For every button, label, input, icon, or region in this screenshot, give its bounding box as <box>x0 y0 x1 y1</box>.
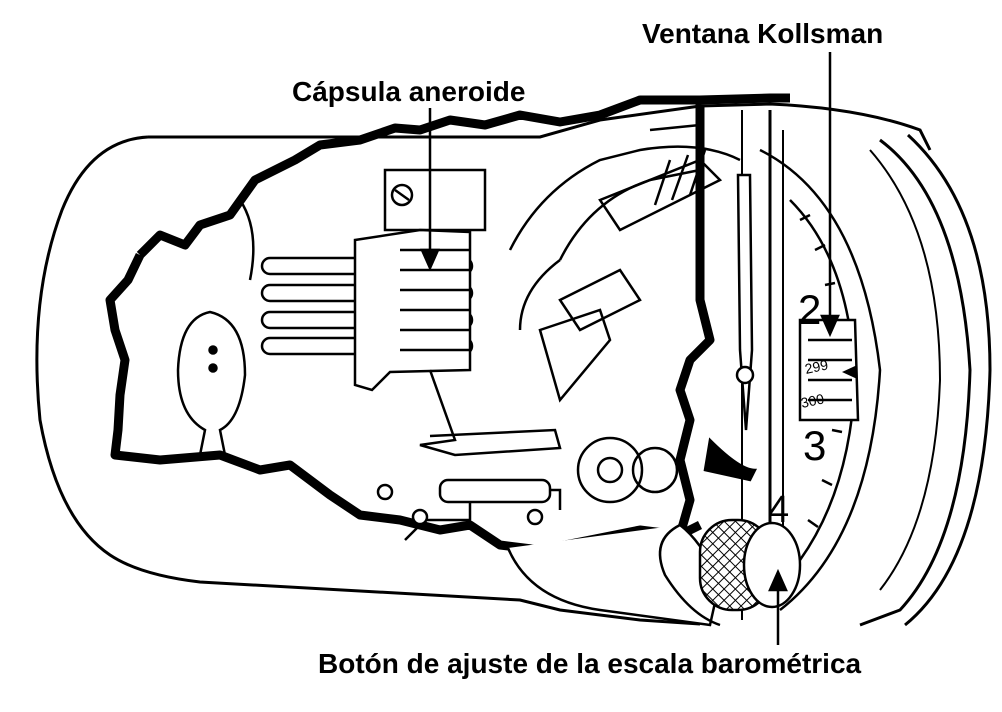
altimeter-dial <box>703 110 882 620</box>
kollsman-scale-299: 299 <box>803 356 829 377</box>
instrument-case <box>35 102 992 627</box>
leader-lines <box>420 52 840 645</box>
mechanism <box>238 123 741 504</box>
dial-number-3: 3 <box>803 422 826 469</box>
static-port <box>176 310 247 457</box>
baro-knob-assembly <box>506 518 802 627</box>
aneroid-capsule-label: Cápsula aneroide <box>292 76 526 107</box>
dial-number-2: 2 <box>798 286 821 333</box>
aneroid-capsule <box>260 168 562 541</box>
dial-number-4: 4 <box>768 489 789 531</box>
baro-knob-label: Botón de ajuste de la escala barométrica <box>318 648 862 679</box>
kollsman-scale-300: 300 <box>799 390 825 411</box>
kollsman-window-label: Ventana Kollsman <box>642 18 884 49</box>
